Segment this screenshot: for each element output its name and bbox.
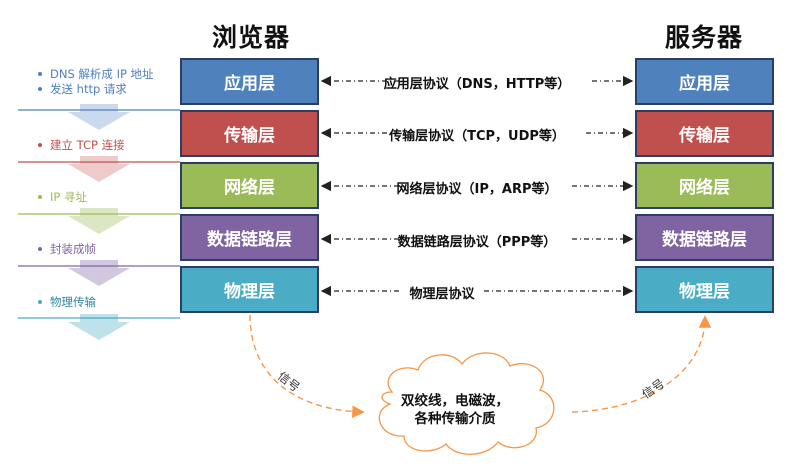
bullet-icon <box>38 86 42 91</box>
server-layer-application: 应用层 <box>635 58 774 105</box>
step-text: 发送 http 请求 <box>50 82 127 96</box>
step-item: IP 寻址 <box>20 189 180 205</box>
signal-curve-left <box>249 314 365 418</box>
server-layer-network: 网络层 <box>635 162 774 209</box>
step-chevron <box>68 314 130 340</box>
protocol-label-datalink: 数据链路层协议（PPP等） <box>397 235 557 250</box>
bullet-icon <box>38 142 42 147</box>
browser-layer-application: 应用层 <box>180 58 319 105</box>
medium-label: 双绞线，电磁波， 各种传输介质 <box>380 392 530 428</box>
cloud-shape <box>378 352 555 455</box>
bullet-icon <box>38 246 42 251</box>
protocol-label-application: 应用层协议（DNS，HTTP等） <box>383 77 571 92</box>
step-arrow-band <box>18 104 180 340</box>
step-text: 封装成帧 <box>50 242 96 256</box>
step-item: 建立 TCP 连接 <box>20 137 180 153</box>
bullet-icon <box>38 299 42 304</box>
step-item: 物理传输 <box>20 294 180 310</box>
bullet-icon <box>38 194 42 199</box>
step-text: DNS 解析成 IP 地址 <box>50 67 154 81</box>
step-text: 物理传输 <box>50 295 96 309</box>
protocol-label-network: 网络层协议（IP，ARP等） <box>396 182 558 197</box>
server-layer-transport: 传输层 <box>635 110 774 157</box>
protocol-label-physical: 物理层协议 <box>409 287 475 302</box>
bullet-icon <box>38 71 42 76</box>
browser-layer-physical: 物理层 <box>180 266 319 313</box>
server-layer-datalink: 数据链路层 <box>635 214 774 261</box>
browser-layer-network: 网络层 <box>180 162 319 209</box>
browser-layer-datalink: 数据链路层 <box>180 214 319 261</box>
step-text: IP 寻址 <box>50 190 87 204</box>
step-item: 封装成帧 <box>20 241 180 257</box>
protocol-label-transport: 传输层协议（TCP，UDP等） <box>389 129 565 144</box>
medium-line-1: 双绞线，电磁波， <box>401 393 509 409</box>
step-text: 建立 TCP 连接 <box>50 138 125 152</box>
server-title: 服务器 <box>665 23 744 52</box>
step-item: DNS 解析成 IP 地址 发送 http 请求 <box>20 67 180 97</box>
medium-line-2: 各种传输介质 <box>414 411 496 427</box>
browser-title: 浏览器 <box>212 23 291 52</box>
server-layer-physical: 物理层 <box>635 266 774 313</box>
signal-curve-right <box>571 315 712 413</box>
browser-layer-transport: 传输层 <box>180 110 319 157</box>
